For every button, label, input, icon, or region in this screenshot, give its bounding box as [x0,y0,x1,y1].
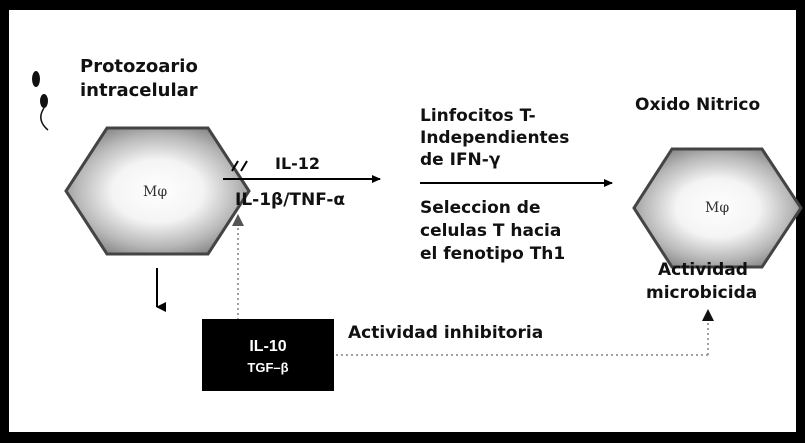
macrophage-right-hexagon [632,147,803,269]
dotted-arrow-up-il1 [232,214,244,330]
protozoan-icon [32,71,49,131]
label-seleccion-1: Seleccion de [420,198,541,218]
label-seleccion-3: el fenotipo Th1 [420,244,566,264]
label-actividad: Actividad [658,260,748,280]
dotted-arrow-inhibitoria [336,309,714,356]
label-oxido-nitrico: Oxido Nitrico [635,95,761,115]
label-seleccion-2: celulas T hacia [420,221,562,241]
label-actividad-inhibitoria: Actividad inhibitoria [348,323,544,343]
label-il10: IL-10 [249,338,287,355]
inhibition-slash-icon [231,160,248,172]
macrophage-right-label: Mφ [705,200,730,216]
label-microbicida: microbicida [646,283,758,303]
label-linfocitos-3: de IFN-γ [420,150,501,170]
label-linfocitos-2: Independientes [420,128,570,148]
macrophage-left-label: Mφ [143,184,168,200]
il10-tgfb-box: IL-10 TGF–β [202,319,334,391]
label-il1b-tnfa: IL-1β/TNF-α [235,190,346,210]
label-protozoario: Protozoario [80,56,198,77]
label-intracelular: intracelular [80,80,198,101]
label-il12: IL-12 [275,154,321,173]
label-tgfb: TGF–β [247,360,289,375]
macrophage-left-hexagon [64,126,251,256]
label-linfocitos-1: Linfocitos T- [420,106,536,126]
